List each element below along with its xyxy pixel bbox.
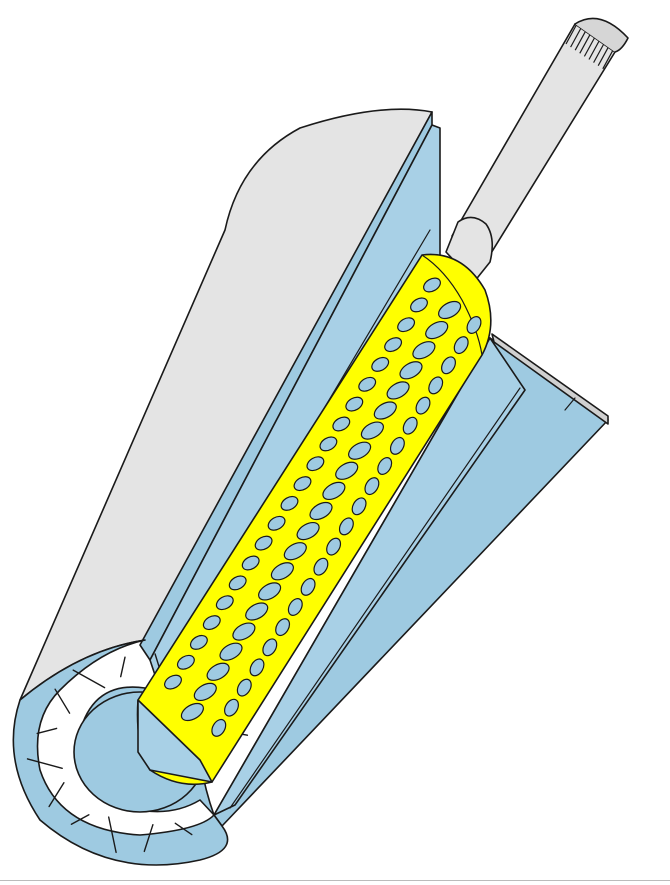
perforation-hole — [345, 396, 364, 412]
perforation-hole — [267, 515, 286, 531]
fiber-mark — [36, 727, 58, 735]
threaded-shaft — [451, 17, 629, 259]
fiber-mark — [72, 669, 106, 689]
perforation-hole — [164, 674, 182, 690]
perforation-hole — [384, 337, 403, 353]
shaft-cap — [574, 17, 629, 53]
perforation-hole — [219, 642, 243, 661]
perforation-hole — [412, 341, 436, 360]
thread-line — [570, 24, 584, 48]
perforation-hole — [262, 638, 278, 657]
perforation-hole — [425, 320, 449, 340]
lining-strip — [491, 333, 609, 425]
perforation-hole — [306, 456, 325, 472]
perforation-hole — [211, 718, 227, 737]
perforation-hole — [373, 401, 397, 420]
perforation-hole — [287, 598, 303, 616]
shaft-threads — [565, 21, 616, 70]
fiber-mark — [54, 688, 71, 714]
fiber-mark — [70, 814, 90, 825]
perforation-hole — [438, 300, 462, 320]
perforation-hole — [389, 436, 405, 455]
thread-line — [588, 37, 602, 60]
perforation-hole — [215, 595, 234, 611]
perforation-hole — [332, 416, 351, 432]
thread-line — [597, 43, 611, 66]
perforation-hole — [386, 381, 410, 400]
perforation-hole — [254, 535, 273, 551]
perforation-hole — [338, 517, 354, 536]
perforation-hole — [283, 542, 307, 561]
perforation-hole — [309, 501, 333, 521]
perforation-hole — [402, 416, 418, 435]
perforation-hole — [351, 497, 367, 516]
perforation-hole — [360, 421, 384, 440]
perforation-hole — [348, 441, 372, 460]
thread-line — [602, 46, 616, 70]
perforation-hole — [423, 277, 441, 293]
perforation-hole — [270, 562, 294, 581]
thread-line — [579, 31, 593, 54]
tube-front-opening — [137, 699, 213, 783]
perforation-hole — [335, 461, 359, 480]
perforation-hole — [428, 376, 444, 395]
fiber-mark — [107, 816, 117, 854]
perforation-hole — [224, 698, 239, 717]
perforation-hole — [236, 678, 252, 697]
perforation-hole — [319, 436, 338, 452]
perforation-hole — [280, 495, 299, 511]
perforation-hole — [441, 356, 456, 375]
lining-notch — [564, 397, 576, 411]
fiber-mark — [174, 822, 193, 836]
tube-end-rim — [421, 254, 483, 356]
perforation-hole — [371, 356, 390, 372]
thread-line — [574, 27, 588, 51]
perforation-hole — [466, 316, 482, 334]
perforation-hole — [415, 396, 431, 415]
fiber-mark — [119, 656, 126, 678]
perforation-hole — [189, 634, 208, 650]
perforation-hole — [377, 457, 393, 475]
bottom-rule — [0, 880, 670, 881]
perforation-hole — [296, 521, 320, 541]
fiber-mark — [26, 758, 63, 769]
perforation-hole — [180, 702, 204, 722]
perforation-hole — [241, 555, 260, 571]
thread-line — [593, 40, 607, 63]
perforation-hole — [410, 297, 428, 313]
perforation-hole — [453, 336, 469, 355]
perforation-hole — [206, 662, 230, 681]
perforation-hole — [275, 618, 291, 637]
thread-line — [565, 21, 579, 45]
fiber-mark — [143, 824, 154, 853]
perforation-hole — [397, 317, 416, 333]
perforation-hole — [326, 537, 342, 556]
insulation-lower-inner-face — [213, 337, 526, 816]
perforation-hole — [193, 682, 217, 702]
perforation-holes — [164, 277, 482, 737]
perforation-hole — [293, 476, 312, 492]
perforation-hole — [258, 582, 282, 601]
perforation-hole — [245, 602, 269, 621]
perforation-hole — [228, 575, 247, 591]
fiber-mark — [48, 782, 65, 808]
perforation-hole — [358, 376, 377, 392]
perforation-hole — [176, 654, 195, 670]
shaft-seal — [445, 216, 494, 283]
perforation-hole — [202, 615, 221, 631]
lower-face-edge — [229, 387, 521, 809]
perforated-tube — [136, 253, 492, 786]
perforation-hole — [399, 361, 423, 380]
perforation-hole — [249, 658, 265, 677]
perforation-hole — [300, 577, 316, 596]
perforation-hole — [313, 557, 329, 576]
perforation-hole — [364, 477, 380, 496]
perforation-hole — [322, 481, 346, 501]
thread-line — [583, 34, 597, 57]
perforation-hole — [232, 622, 256, 641]
